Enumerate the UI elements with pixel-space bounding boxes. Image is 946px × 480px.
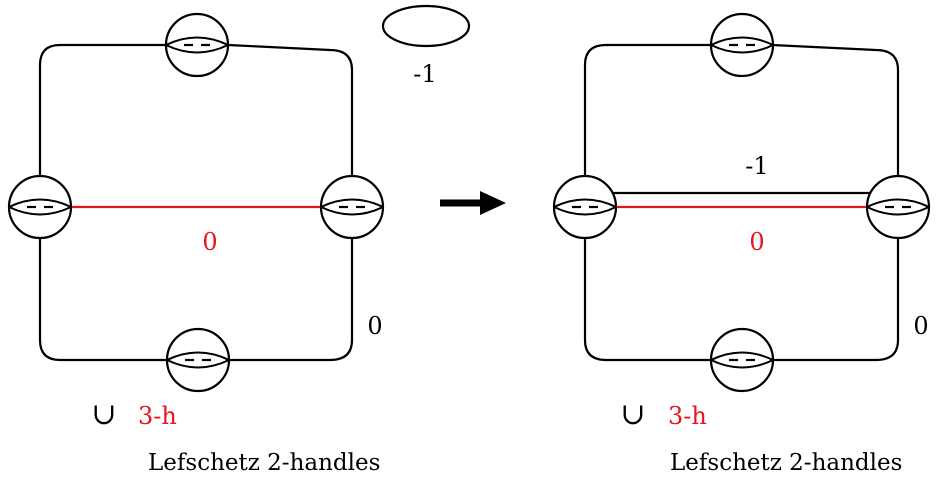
right-arrow-icon xyxy=(440,191,506,215)
left-right-one-handle-ball xyxy=(319,174,385,240)
left-diagram: -1 0 0 ∪ 3-h Lefschetz 2-handles xyxy=(7,4,471,476)
right-red-handle-label: 0 xyxy=(749,228,764,256)
left-framing-label: 0 xyxy=(367,312,382,340)
left-unknot-label: -1 xyxy=(413,60,436,88)
right-left-one-handle-ball xyxy=(552,174,618,240)
right-right-one-handle-ball xyxy=(865,174,931,240)
right-attaching-circle xyxy=(583,43,900,362)
right-black-handle-label: -1 xyxy=(745,152,768,180)
left-union-symbol: ∪ xyxy=(91,397,116,432)
left-three-handle-label: 3-h xyxy=(138,402,177,430)
left-top-one-handle-ball xyxy=(164,12,230,78)
right-bottom-one-handle-ball xyxy=(709,327,775,393)
right-framing-label: 0 xyxy=(913,312,928,340)
right-top-one-handle-ball xyxy=(709,12,775,78)
left-red-handle-label: 0 xyxy=(202,228,217,256)
right-three-handle-label: 3-h xyxy=(668,402,707,430)
left-attaching-circle xyxy=(38,43,354,362)
left-bottom-one-handle-ball xyxy=(165,327,231,393)
left-left-one-handle-ball xyxy=(7,174,73,240)
right-caption: Lefschetz 2-handles xyxy=(670,450,902,476)
left-caption: Lefschetz 2-handles xyxy=(148,450,380,476)
left-unknot xyxy=(381,4,471,48)
right-diagram: -1 0 0 ∪ 3-h Lefschetz 2-handles xyxy=(552,12,931,476)
right-union-symbol: ∪ xyxy=(620,397,645,432)
